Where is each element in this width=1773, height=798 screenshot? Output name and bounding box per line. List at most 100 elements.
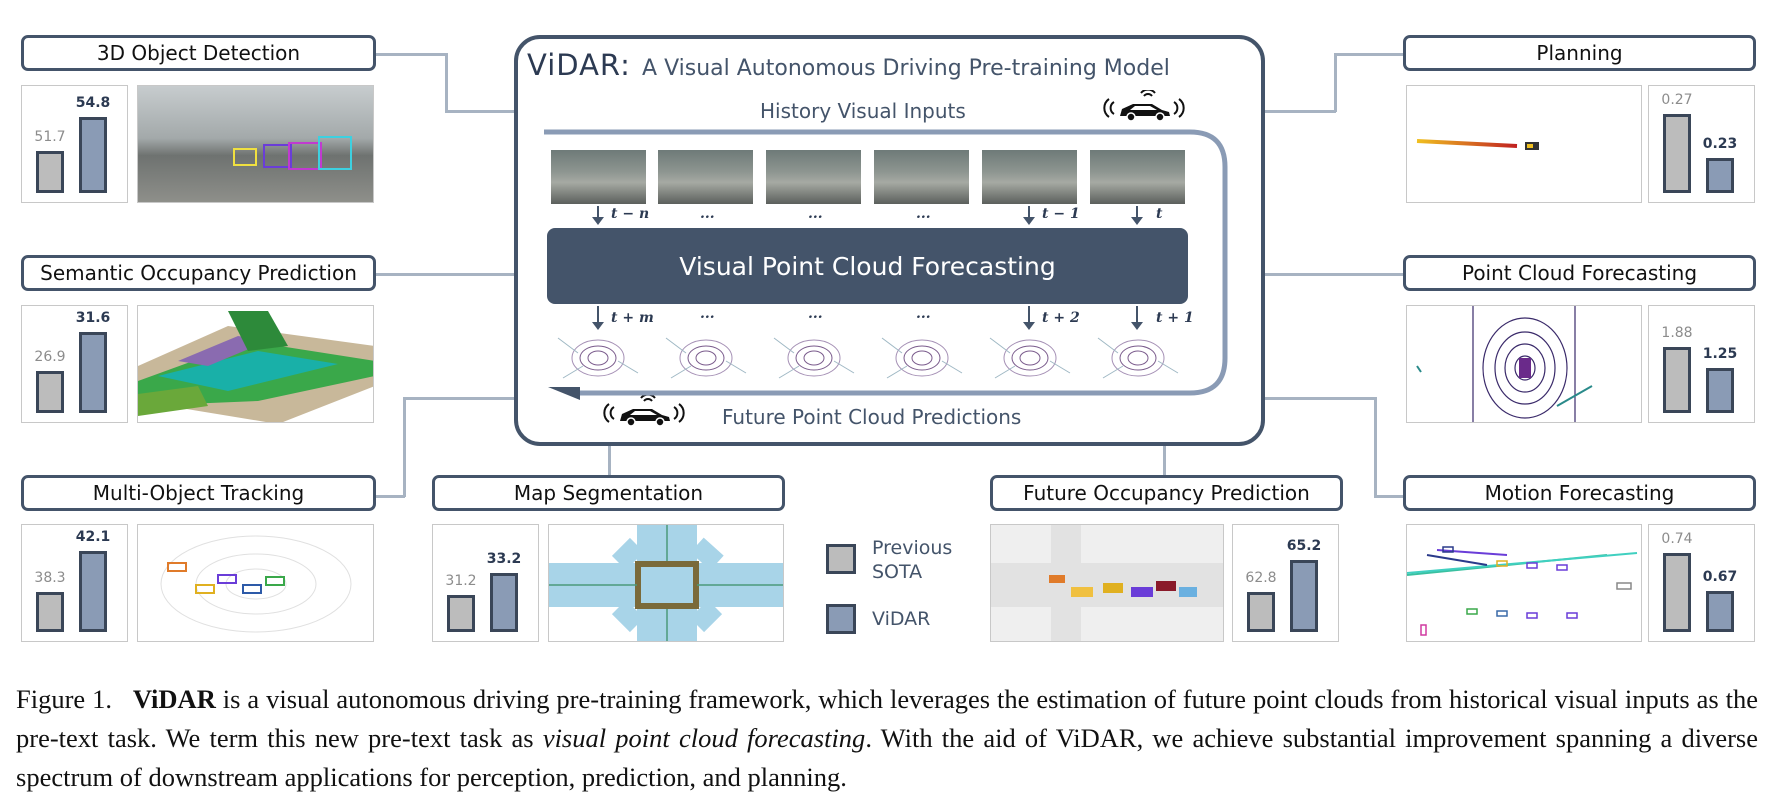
tracking-image (137, 524, 374, 642)
history-frame (658, 150, 753, 204)
connector-line (1334, 53, 1337, 112)
input-arrow (1131, 206, 1143, 225)
car-icon (603, 395, 685, 427)
time-label: ... (700, 206, 715, 222)
connector-line (375, 273, 515, 276)
vidar-bar (1706, 158, 1734, 193)
map-image (548, 524, 784, 642)
task-title: 3D Object Detection (21, 35, 376, 71)
connector-line (1374, 397, 1377, 497)
vidar-value: 1.25 (1702, 346, 1738, 362)
caption-italic: visual point cloud forecasting (542, 723, 866, 753)
time-label: t + m (611, 310, 654, 326)
vidar-bar (1290, 560, 1318, 632)
time-label: ... (916, 306, 931, 322)
prev-sota-value: 51.7 (34, 129, 66, 145)
prev-sota-bar (36, 592, 64, 632)
vidar-value: 42.1 (75, 529, 111, 545)
prev-sota-bar (36, 151, 64, 193)
connector-line (403, 397, 406, 497)
connector-line (445, 53, 448, 112)
input-arrow (592, 206, 604, 225)
legend-label-vidar: ViDAR (872, 608, 931, 630)
history-inputs-label: History Visual Inputs (760, 99, 966, 123)
connector-line (1334, 53, 1404, 56)
vidar-logo: ViDAR: (527, 48, 631, 82)
prev-sota-value: 38.3 (34, 570, 66, 586)
time-label: ... (808, 306, 823, 322)
planning-image (1406, 85, 1642, 203)
prev-sota-bar (1247, 592, 1275, 632)
task-title: Point Cloud Forecasting (1403, 255, 1756, 291)
vidar-bar (79, 551, 107, 632)
vidar-bar (79, 117, 107, 193)
vidar-value: 0.23 (1702, 136, 1738, 152)
time-label: t − n (611, 206, 650, 222)
model-title: ViDAR: A Visual Autonomous Driving Pre-t… (527, 48, 1170, 82)
task-title: Map Segmentation (432, 475, 785, 511)
time-label: t + 1 (1156, 310, 1194, 326)
motion-image (1406, 524, 1642, 642)
car-icon (1103, 90, 1185, 122)
vidar-model-box (514, 35, 1265, 446)
time-label: ... (916, 206, 931, 222)
bar-chart-panel (21, 85, 128, 203)
prev-sota-value: 1.88 (1661, 325, 1693, 341)
connector-line (608, 444, 611, 484)
task-title: Future Occupancy Prediction (990, 475, 1343, 511)
task-title: Multi-Object Tracking (21, 475, 376, 511)
future-predictions-label: Future Point Cloud Predictions (722, 405, 1022, 429)
future-occupancy-image (990, 524, 1224, 642)
occupancy-image (137, 305, 374, 423)
caption-label: Figure 1. (16, 684, 113, 714)
output-arrow (592, 306, 604, 330)
prev-sota-bar (1663, 114, 1691, 193)
connector-line (1264, 397, 1376, 400)
prev-sota-bar (1663, 347, 1691, 413)
caption-text-1: is a visual autonomous driving pre-train… (16, 684, 1759, 753)
connector-line (445, 110, 515, 113)
time-label: ... (700, 306, 715, 322)
caption-text-2: . With the aid of ViDAR, we achieve subs… (16, 723, 1758, 792)
vidar-bar (1706, 591, 1734, 632)
prev-sota-bar (1663, 553, 1691, 632)
caption-bold: ViDAR (132, 684, 216, 714)
history-frame (874, 150, 969, 204)
vidar-bar (1706, 368, 1734, 413)
prev-sota-value: 31.2 (445, 573, 477, 589)
flow-loop-arrow (544, 129, 1228, 400)
model-title-text: A Visual Autonomous Driving Pre-training… (642, 56, 1170, 81)
forecasting-block: Visual Point Cloud Forecasting (547, 228, 1188, 304)
output-arrow (1131, 306, 1143, 330)
prev-sota-value: 0.74 (1661, 531, 1693, 547)
connector-line (375, 495, 405, 498)
point-cloud-image (1406, 305, 1642, 423)
task-title: Motion Forecasting (1403, 475, 1756, 511)
history-frame (1090, 150, 1185, 204)
connector-line (403, 397, 515, 400)
time-label: t + 2 (1042, 310, 1080, 326)
connector-line (1264, 273, 1404, 276)
prev-sota-value: 62.8 (1245, 570, 1277, 586)
vidar-value: 33.2 (486, 551, 522, 567)
output-arrow (1023, 306, 1035, 330)
connector-line (1374, 495, 1404, 498)
vidar-bar (490, 573, 518, 632)
time-label: ... (808, 206, 823, 222)
input-arrow (1023, 206, 1035, 225)
legend-label-previous: Previous SOTA (872, 537, 953, 583)
prev-sota-bar (36, 371, 64, 413)
legend-swatch-previous (826, 544, 856, 574)
predicted-point-clouds (557, 337, 1179, 379)
connector-line (375, 53, 447, 56)
connector-line (1264, 110, 1336, 113)
vidar-value: 0.67 (1702, 569, 1738, 585)
history-frame (766, 150, 861, 204)
vidar-bar (79, 332, 107, 413)
prev-sota-value: 26.9 (34, 349, 66, 365)
camera-view-image (137, 85, 374, 203)
prev-sota-value: 0.27 (1661, 92, 1693, 108)
figure-caption: Figure 1. ViDAR is a visual autonomous d… (16, 680, 1758, 797)
vidar-value: 54.8 (75, 95, 111, 111)
task-title: Semantic Occupancy Prediction (21, 255, 376, 291)
